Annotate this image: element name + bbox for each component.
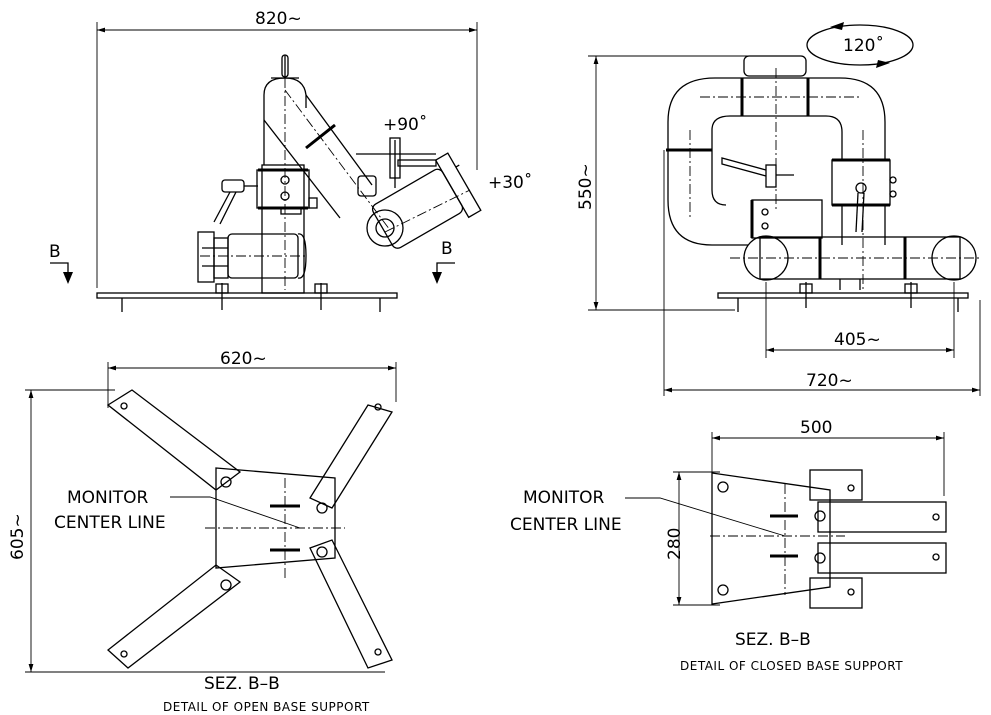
open-arm-top-right [309, 404, 394, 509]
closed-bar-bottom [809, 577, 863, 609]
closed-bar-middle-1 [817, 501, 947, 533]
section-marker-left: B [49, 242, 61, 262]
closed-section-title: SEZ. B–B [735, 630, 811, 650]
closed-center-plate [711, 472, 831, 605]
open-base-view: 620~ 605~ MONITOR CENTER LINE SEZ. B–B [8, 349, 397, 714]
front-lever-handle [221, 179, 245, 193]
open-monitor-label-line2: CENTER LINE [54, 513, 166, 533]
closed-monitor-label-line1: MONITOR [523, 488, 605, 508]
side-top-handle [743, 55, 807, 77]
rotation-indicator [806, 24, 914, 66]
side-view: 120˚ 550~ [576, 22, 981, 396]
closed-monitor-label-line2: CENTER LINE [510, 515, 622, 535]
open-arm-bottom-right [309, 539, 393, 669]
front-width-dim-label: 820~ [255, 9, 302, 29]
closed-base-view: 500 280 MONITOR CENTER LINE SEZ. B–B DE [510, 418, 947, 673]
section-marker-right: B [441, 239, 453, 259]
elevation-up-label: +90˚ [383, 114, 427, 135]
open-caption: DETAIL OF OPEN BASE SUPPORT [163, 700, 370, 714]
side-left-valve [751, 199, 823, 239]
closed-caption: DETAIL OF CLOSED BASE SUPPORT [680, 659, 903, 673]
side-inner-dim-label: 405~ [834, 330, 881, 350]
side-base-plate [717, 292, 969, 299]
front-view: 820~ [49, 9, 532, 312]
open-arm-top-left [106, 389, 242, 491]
open-height-dim-label: 605~ [8, 513, 28, 560]
front-swivel-joint [366, 209, 404, 247]
open-monitor-label-line1: MONITOR [67, 488, 149, 508]
rotation-label: 120˚ [843, 35, 884, 56]
closed-width-dim-label: 500 [800, 418, 832, 438]
front-valve-body [256, 169, 310, 209]
closed-bar-middle-2 [817, 542, 947, 574]
open-section-title: SEZ. B–B [204, 674, 280, 694]
front-riser-pipe [261, 164, 305, 294]
closed-height-dim-label: 280 [665, 528, 685, 560]
open-arm-bottom-left [106, 564, 242, 669]
front-base-plate [96, 292, 398, 299]
elevation-down-label: +30˚ [488, 172, 532, 193]
open-center-plate [215, 467, 336, 569]
side-height-dim-label: 550~ [576, 163, 596, 210]
side-pipe-loop-inner [711, 115, 843, 160]
front-nozzle [371, 152, 482, 249]
side-pipe-loop-outer [667, 77, 886, 160]
closed-bar-top [809, 469, 863, 501]
open-width-dim-label: 620~ [220, 349, 267, 369]
side-width-dim-label: 720~ [806, 371, 853, 391]
front-inlet-flange [197, 231, 215, 283]
